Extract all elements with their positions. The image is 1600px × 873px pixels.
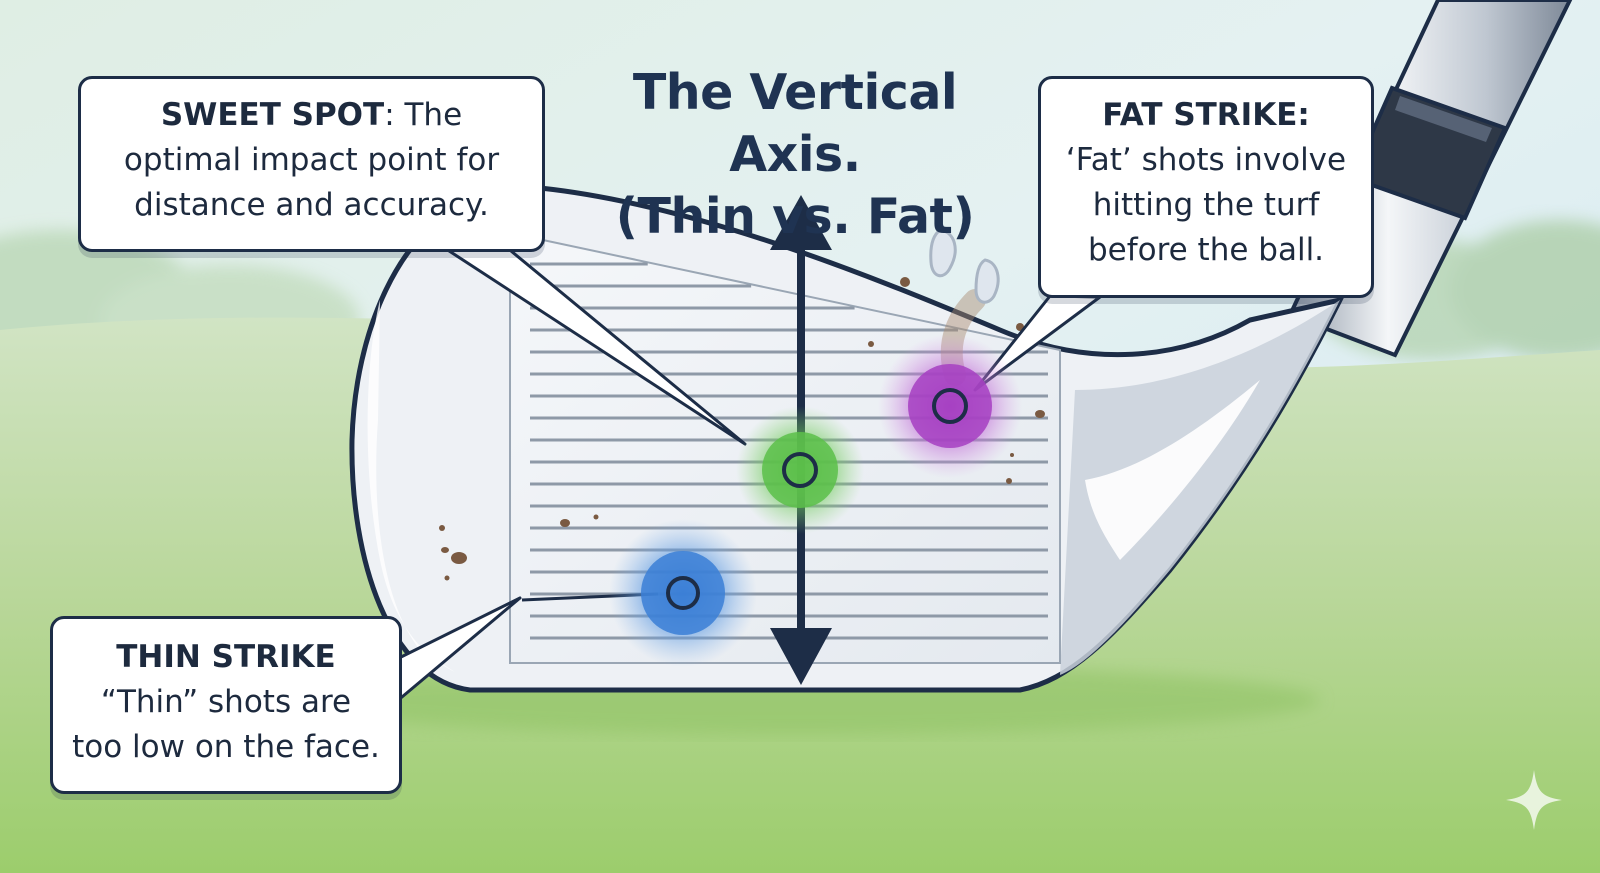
thin-strike-marker — [609, 519, 757, 667]
fat-strike-line-2: ‘Fat’ shots involve — [1065, 142, 1347, 178]
fat-strike-line-4: before the ball. — [1087, 232, 1325, 268]
thin-strike-callout: THIN STRIKE “Thin” shots are too low on … — [50, 616, 402, 794]
fat-strike-line-3: hitting the turf — [1092, 187, 1320, 223]
arrow-up-icon — [770, 195, 832, 250]
arrow-down-icon — [770, 628, 832, 685]
sweet-spot-callout: SWEET SPOT: The optimal impact point for… — [78, 76, 545, 252]
fat-strike-heading: FAT STRIKE: — [1102, 97, 1310, 133]
title-line-1: The Vertical Axis. — [632, 64, 958, 183]
thin-strike-line-3: too low on the face. — [72, 729, 380, 765]
sparkle-icon — [1506, 770, 1562, 830]
sweet-spot-line-3: distance and accuracy. — [134, 187, 489, 223]
fat-strike-callout: FAT STRIKE: ‘Fat’ shots involve hitting … — [1038, 76, 1374, 298]
thin-strike-line-2: “Thin” shots are — [100, 684, 352, 720]
fat-strike-marker — [878, 334, 1022, 478]
brand-swoosh — [1085, 380, 1260, 560]
sweet-spot-heading: SWEET SPOT — [160, 97, 385, 133]
title-line-2: (Thin vs. Fat) — [615, 188, 975, 245]
diagram-title: The Vertical Axis. (Thin vs. Fat) — [560, 62, 1030, 248]
sweet-spot-line-2: optimal impact point for — [123, 142, 500, 178]
sweet-spot-marker — [736, 406, 864, 534]
thin-strike-heading: THIN STRIKE — [116, 639, 336, 675]
dirt-specks — [439, 277, 1045, 581]
sweet-spot-heading-rest: : The — [384, 97, 463, 133]
